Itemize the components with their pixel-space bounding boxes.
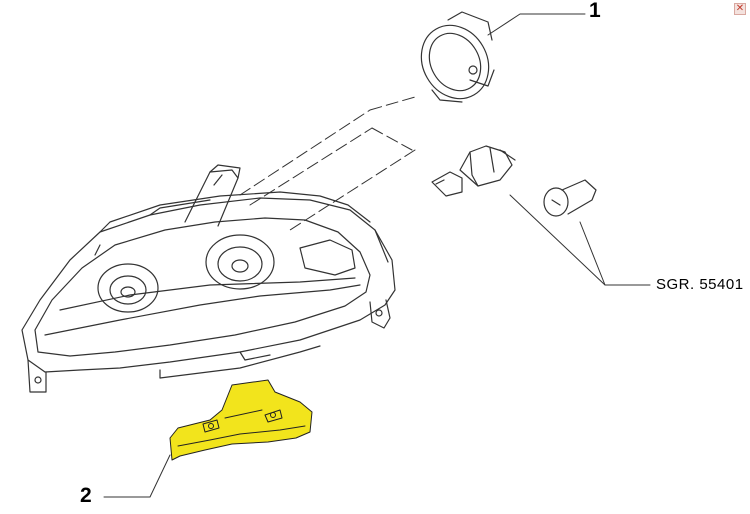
callout-1: 1: [589, 0, 601, 22]
callout-2: 2: [80, 484, 92, 507]
retaining-ring: [420, 11, 495, 103]
exploded-view-lines: [239, 96, 416, 231]
bulb-reference-label: SGR. 55401: [656, 276, 744, 293]
highlighted-bracket: [169, 379, 313, 461]
small-bulb: [543, 179, 597, 217]
headlamp-housing: [21, 164, 396, 393]
close-icon[interactable]: ✕: [734, 3, 746, 15]
leader-lines: [103, 13, 651, 498]
halogen-bulb: [431, 145, 516, 197]
